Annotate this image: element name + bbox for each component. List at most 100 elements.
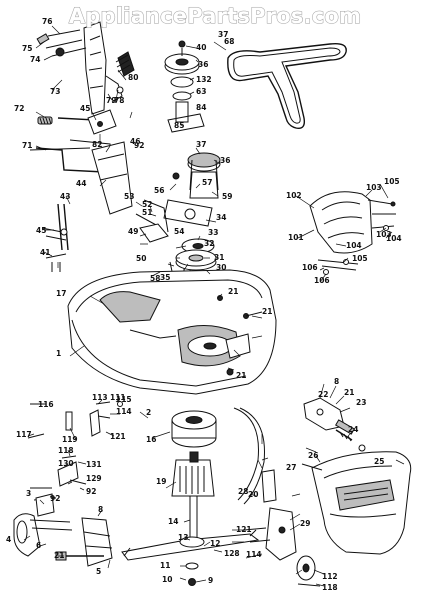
part-callout-1: 1 bbox=[56, 349, 61, 358]
part-callout-37: 37 bbox=[218, 30, 228, 39]
part-callout-105: 105 bbox=[384, 177, 400, 186]
part-callout-115: 115 bbox=[116, 395, 132, 404]
part-callout-92: 92 bbox=[134, 141, 144, 150]
part-callout-28: 28 bbox=[238, 487, 248, 496]
part-callout-10: 10 bbox=[162, 575, 172, 584]
part-callout-31: 31 bbox=[214, 253, 224, 262]
part-callout-34: 34 bbox=[216, 213, 226, 222]
part-callout-2: 2 bbox=[146, 408, 151, 417]
part-callout-26: 26 bbox=[308, 451, 318, 460]
part-callout-21: 21 bbox=[344, 388, 354, 397]
part-callout-132: 132 bbox=[196, 75, 212, 84]
part-callout-119: 119 bbox=[62, 435, 78, 444]
part-callout-19: 19 bbox=[156, 477, 166, 486]
part-callout-29: 29 bbox=[300, 519, 310, 528]
part-callout-45: 45 bbox=[80, 104, 90, 113]
part-callout-118: 118 bbox=[322, 583, 338, 592]
part-callout-30: 30 bbox=[216, 263, 226, 272]
part-callout-114: 114 bbox=[246, 550, 262, 559]
part-callout-54: 54 bbox=[174, 227, 184, 236]
part-callout-24: 24 bbox=[348, 425, 358, 434]
part-callout-74: 74 bbox=[30, 55, 40, 64]
part-callout-128: 128 bbox=[224, 549, 240, 558]
part-callout-8: 8 bbox=[334, 377, 339, 386]
part-callout-52: 52 bbox=[142, 200, 152, 209]
part-callout-22: 22 bbox=[318, 390, 328, 399]
part-callout-23: 23 bbox=[356, 398, 366, 407]
part-callout-53: 53 bbox=[124, 192, 134, 201]
part-callout-5: 5 bbox=[96, 567, 101, 576]
mower-deck bbox=[67, 269, 277, 395]
part-callout-101: 101 bbox=[288, 233, 304, 242]
part-callout-46: 46 bbox=[130, 137, 140, 146]
part-callout-59: 59 bbox=[222, 192, 232, 201]
part-callout-68: 68 bbox=[224, 37, 234, 46]
part-callout-121: 121 bbox=[236, 525, 252, 534]
part-callout-75: 75 bbox=[22, 44, 32, 53]
part-callout-113: 113 bbox=[92, 393, 108, 402]
part-callout-4: 4 bbox=[6, 535, 11, 544]
idler-bracket-assembly bbox=[243, 397, 366, 587]
part-callout-57: 57 bbox=[202, 178, 212, 187]
part-callout-21: 21 bbox=[228, 287, 238, 296]
part-callout-130: 130 bbox=[58, 459, 74, 468]
part-callout-3: 3 bbox=[26, 489, 31, 498]
part-callout-76: 76 bbox=[42, 17, 52, 26]
part-callout-27: 27 bbox=[286, 463, 296, 472]
part-callout-114: 114 bbox=[116, 407, 132, 416]
part-callout-80: 80 bbox=[128, 73, 138, 82]
part-callout-82: 82 bbox=[92, 140, 102, 149]
part-callout-50: 50 bbox=[136, 254, 146, 263]
part-callout-21: 21 bbox=[262, 307, 272, 316]
part-callout-85: 85 bbox=[174, 121, 184, 130]
part-callout-21: 21 bbox=[236, 371, 246, 380]
part-callout-13: 13 bbox=[178, 533, 188, 542]
part-callout-92: 92 bbox=[86, 487, 96, 496]
part-callout-106: 106 bbox=[314, 276, 330, 285]
part-callout-78: 78 bbox=[114, 96, 124, 105]
part-callout-56: 56 bbox=[154, 186, 164, 195]
part-callout-8: 8 bbox=[98, 505, 103, 514]
part-callout-104: 104 bbox=[346, 241, 362, 250]
part-callout-41: 41 bbox=[40, 248, 50, 257]
part-callout-44: 44 bbox=[76, 179, 86, 188]
drive-belt bbox=[227, 42, 347, 129]
part-callout-106: 106 bbox=[302, 263, 318, 272]
part-callout-84: 84 bbox=[196, 103, 206, 112]
leader-lines bbox=[23, 25, 405, 587]
part-callout-71: 71 bbox=[22, 141, 32, 150]
lift-bracket-assembly bbox=[29, 21, 135, 272]
part-callout-92: 92 bbox=[50, 494, 60, 503]
part-callout-16: 16 bbox=[146, 435, 156, 444]
part-callout-118: 118 bbox=[58, 446, 74, 455]
part-callout-103: 103 bbox=[366, 183, 382, 192]
blade-spindle-assembly bbox=[121, 407, 265, 586]
pulley-stack bbox=[135, 40, 221, 313]
part-callout-35: 35 bbox=[160, 273, 170, 282]
part-callout-9: 9 bbox=[208, 576, 213, 585]
part-callout-32: 32 bbox=[204, 239, 214, 248]
part-callout-131: 131 bbox=[86, 460, 102, 469]
part-callout-6: 6 bbox=[36, 541, 41, 550]
part-callout-25: 25 bbox=[374, 457, 384, 466]
part-callout-72: 72 bbox=[14, 104, 24, 113]
part-callout-12: 12 bbox=[210, 539, 220, 548]
part-callout-17: 17 bbox=[56, 289, 66, 298]
part-callout-36: 36 bbox=[220, 156, 230, 165]
part-callout-45: 45 bbox=[36, 226, 46, 235]
part-callout-20: 20 bbox=[248, 490, 258, 499]
part-callout-111: 111 bbox=[110, 393, 126, 402]
part-callout-49: 49 bbox=[128, 227, 138, 236]
part-callout-121: 121 bbox=[110, 432, 126, 441]
part-callout-37: 37 bbox=[196, 140, 206, 149]
part-callout-104: 104 bbox=[386, 234, 402, 243]
part-callout-21: 21 bbox=[54, 551, 64, 560]
part-callout-40: 40 bbox=[196, 43, 206, 52]
part-callout-14: 14 bbox=[168, 517, 178, 526]
belt-cover bbox=[301, 451, 412, 555]
part-callout-112: 112 bbox=[322, 572, 338, 581]
part-callout-43: 43 bbox=[60, 192, 70, 201]
